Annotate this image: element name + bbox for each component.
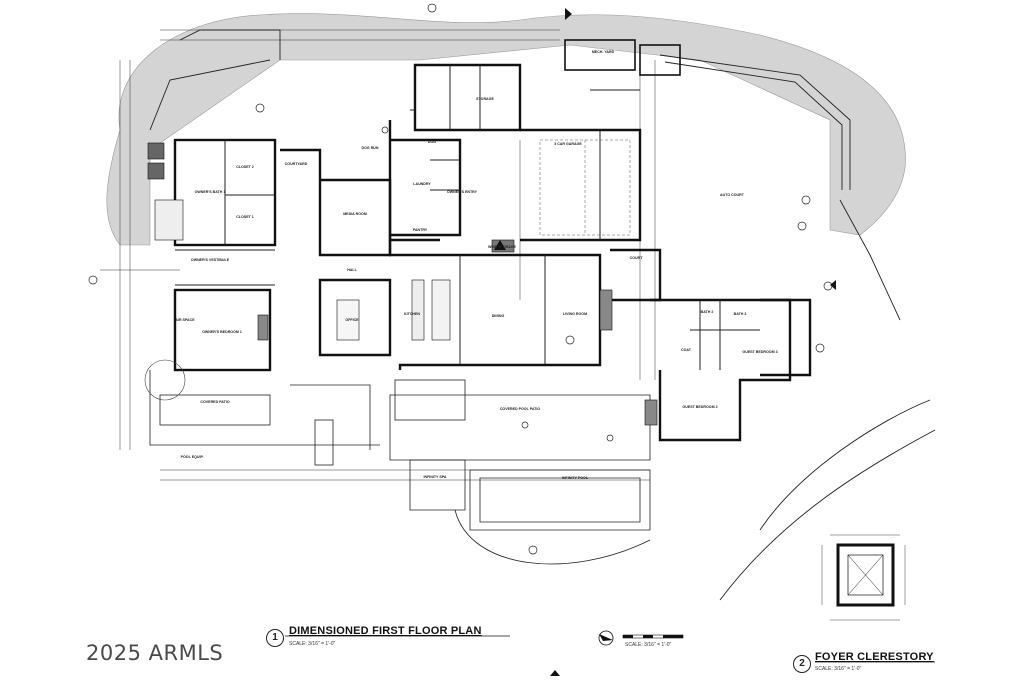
view-number-2: 2	[793, 655, 811, 673]
room-label-court: COURT	[629, 256, 643, 260]
foyer-clerestory-detail	[821, 534, 906, 621]
graphic-scale-label: SCALE: 3/16" = 1'-0"	[625, 642, 672, 648]
retaining-walls	[149, 29, 936, 601]
view-scale-2: SCALE: 3/16" = 1'-0"	[815, 666, 862, 672]
view-title-1: DIMENSIONED FIRST FLOOR PLAN	[289, 625, 482, 637]
room-label-dog: DOG	[427, 140, 437, 144]
room-label-laundry: LAUNDRY	[413, 182, 431, 186]
dimension-strings	[100, 29, 656, 481]
room-label-dog-run: DOG RUN	[361, 146, 379, 150]
room-label-dining: DINING	[491, 314, 505, 318]
section-arrows	[494, 8, 836, 676]
watermark: 2025 ARMLS	[86, 641, 224, 665]
room-label-media-room: MEDIA ROOM	[343, 212, 367, 216]
room-label-owners-entry: OWNER'S ENTRY	[446, 190, 478, 194]
mech-yard-structure	[564, 39, 681, 76]
room-label-infinity-spa: INFINITY SPA	[423, 475, 447, 479]
room-label-auto-court: AUTO COURT	[720, 193, 744, 197]
room-label-owners-bedroom: OWNER'S BEDROOM 1	[202, 330, 242, 334]
room-label-pool-equip: POOL EQUIP.	[180, 455, 204, 459]
room-label-covered-pool-patio: COVERED POOL PATIO	[499, 407, 541, 411]
room-label-bath-2: BATH 2	[700, 310, 714, 314]
view-scale-1: SCALE: 3/16" = 1'-0"	[289, 641, 336, 647]
room-label-hall: HALL	[347, 268, 357, 272]
room-label-bath-3: BATH 3	[733, 312, 747, 316]
room-label-storage: STORAGE	[476, 97, 494, 101]
room-label-garage: 3 CAR GARAGE	[554, 142, 582, 146]
room-label-guest-bedroom-3: GUEST BEDROOM 3	[742, 350, 778, 354]
north-arrow-icon	[598, 630, 614, 646]
room-label-coat: COAT	[681, 348, 691, 352]
structural-blocks	[147, 142, 658, 426]
room-label-kitchen: KITCHEN	[404, 312, 420, 316]
outdoor-areas	[144, 359, 651, 565]
view-title-2: FOYER CLERESTORY	[815, 651, 934, 663]
view-number-1: 1	[266, 629, 284, 647]
room-label-living: LIVING ROOM	[562, 312, 588, 316]
room-label-air-space: AIR SPACE	[175, 318, 195, 322]
room-label-owners-bath: OWNER'S BATH 1	[194, 190, 226, 194]
room-label-owners-vestibule: OWNER'S VESTIBULE	[190, 258, 230, 262]
room-label-pantry: PANTRY	[412, 228, 428, 232]
room-label-mech-yard: MECH. YARD	[591, 50, 615, 54]
graphic-scale	[622, 634, 684, 639]
room-label-infinity-pool: INFINITY POOL	[561, 476, 589, 480]
room-label-covered-patio: COVERED PATIO	[200, 400, 230, 404]
room-label-guest-bedroom-2: GUEST BEDROOM 2	[682, 405, 718, 409]
section-markers	[88, 3, 833, 555]
room-label-wine: WINE STORAGE	[487, 245, 517, 249]
garage-bays	[539, 139, 631, 236]
interior-walls	[175, 65, 760, 370]
room-label-closet-1: CLOSET 1	[236, 215, 254, 219]
room-label-office: OFFICE	[345, 318, 359, 322]
room-label-closet-2: CLOSET 2	[236, 165, 254, 169]
exterior-walls	[173, 63, 812, 442]
room-label-courtyard: COURTYARD	[284, 162, 308, 166]
